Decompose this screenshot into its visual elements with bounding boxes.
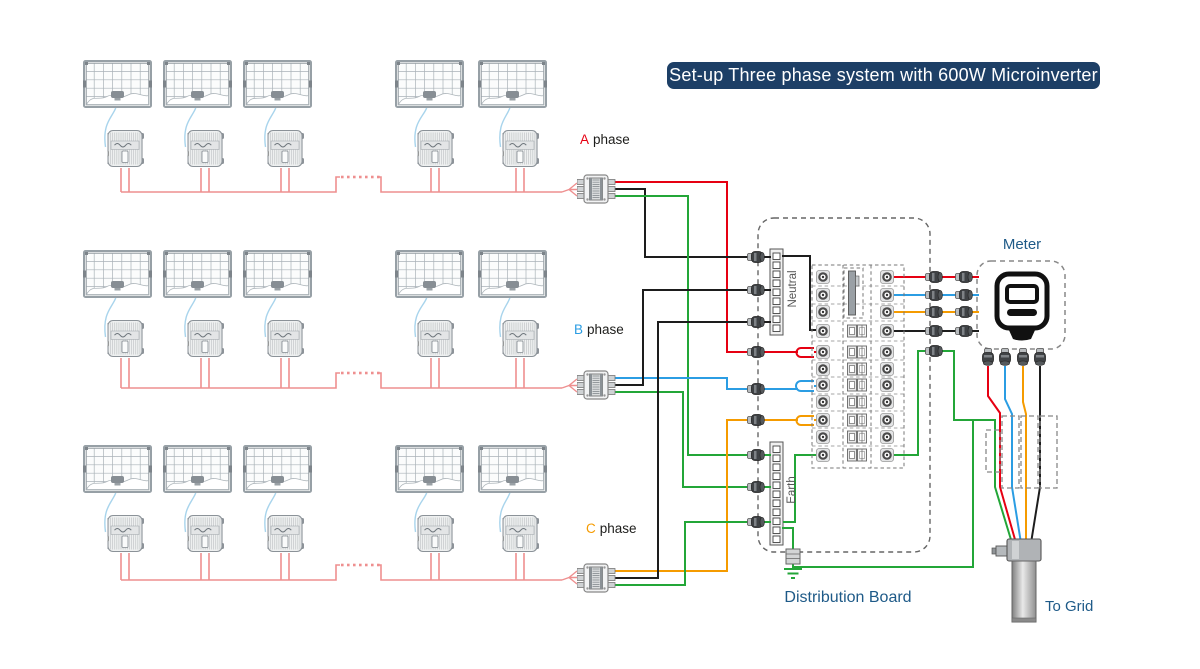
- ac-trunk-cable: [120, 358, 578, 393]
- phase-letter: B: [574, 322, 584, 337]
- microinverter: [414, 516, 454, 552]
- distribution-board-outline: [757, 217, 931, 553]
- breaker-bank: [811, 264, 905, 469]
- solar-panel: [83, 61, 152, 107]
- solar-panel: [478, 61, 547, 107]
- trunk-end-connector: [577, 564, 615, 592]
- microinverter: [104, 516, 144, 552]
- trunk-gap-dots: [341, 175, 380, 179]
- microinverter: [184, 321, 224, 357]
- phase-letter: C: [586, 521, 596, 536]
- main-switch: [843, 267, 864, 319]
- phase-word: phase: [599, 521, 637, 536]
- microinverter: [499, 131, 539, 167]
- microinverter: [264, 131, 304, 167]
- trunk-end-connector: [577, 371, 615, 399]
- trunk-gap-dots: [341, 371, 380, 375]
- cable-gland: [991, 538, 1042, 562]
- microinverter: [104, 131, 144, 167]
- phase-row-a: [83, 61, 750, 456]
- c-phase-wires: [615, 321, 750, 586]
- solar-panel: [395, 251, 464, 297]
- ground-symbol: [784, 548, 802, 579]
- grid-cable: [1011, 560, 1037, 623]
- solar-panel: [478, 251, 547, 297]
- conduits: [985, 415, 1058, 489]
- solar-panel: [243, 446, 312, 492]
- b-phase-wires: [615, 289, 750, 488]
- board-input-terminals: [748, 252, 765, 528]
- solar-panel: [83, 251, 152, 297]
- microinverter: [184, 516, 224, 552]
- microinverter: [184, 131, 224, 167]
- neutral-bus-bar: [769, 248, 784, 336]
- microinverter: [104, 321, 144, 357]
- meter-output-terminals: [983, 349, 1046, 366]
- board-internal-wires: [764, 255, 1013, 568]
- microinverter: [264, 516, 304, 552]
- solar-panel: [395, 61, 464, 107]
- neutral-bus-label: Neutral: [787, 270, 799, 308]
- distribution-board: [748, 217, 1013, 579]
- solar-panel: [395, 446, 464, 492]
- board-output-terminals: [926, 272, 943, 357]
- microinverter: [414, 321, 454, 357]
- solar-panel: [243, 251, 312, 297]
- solar-panel: [478, 446, 547, 492]
- to-grid-label: To Grid: [1045, 598, 1094, 615]
- trunk-end-connector: [577, 175, 615, 203]
- ac-trunk-cable: [120, 168, 578, 197]
- earth-bus-bar: [769, 441, 784, 546]
- title-banner: Set-up Three phase system with 600W Micr…: [667, 62, 1100, 89]
- distribution-board-label: Distribution Board: [784, 589, 912, 606]
- phase-word: phase: [593, 132, 630, 147]
- trunk-gap-dots: [341, 563, 380, 567]
- earth-bus-label: Earth: [786, 476, 798, 504]
- ac-trunk-cable: [120, 553, 578, 585]
- meter-label: Meter: [1002, 236, 1042, 253]
- phase-letter: A: [580, 132, 590, 147]
- meter: [956, 260, 1066, 366]
- microinverter: [264, 321, 304, 357]
- microinverter: [414, 131, 454, 167]
- microinverter: [499, 321, 539, 357]
- solar-panel: [163, 251, 232, 297]
- meter-icon: [994, 271, 1050, 341]
- phase-row-b: [83, 251, 750, 488]
- breaker-toggles: [848, 325, 867, 461]
- solar-panel: [243, 61, 312, 107]
- meter-input-terminals: [956, 272, 973, 337]
- solar-panel: [163, 446, 232, 492]
- solar-panel: [83, 446, 152, 492]
- phase-word: phase: [587, 322, 624, 337]
- solar-panel: [163, 61, 232, 107]
- phase-row-c: [83, 321, 750, 592]
- microinverter: [499, 516, 539, 552]
- a-phase-wires: [615, 181, 750, 456]
